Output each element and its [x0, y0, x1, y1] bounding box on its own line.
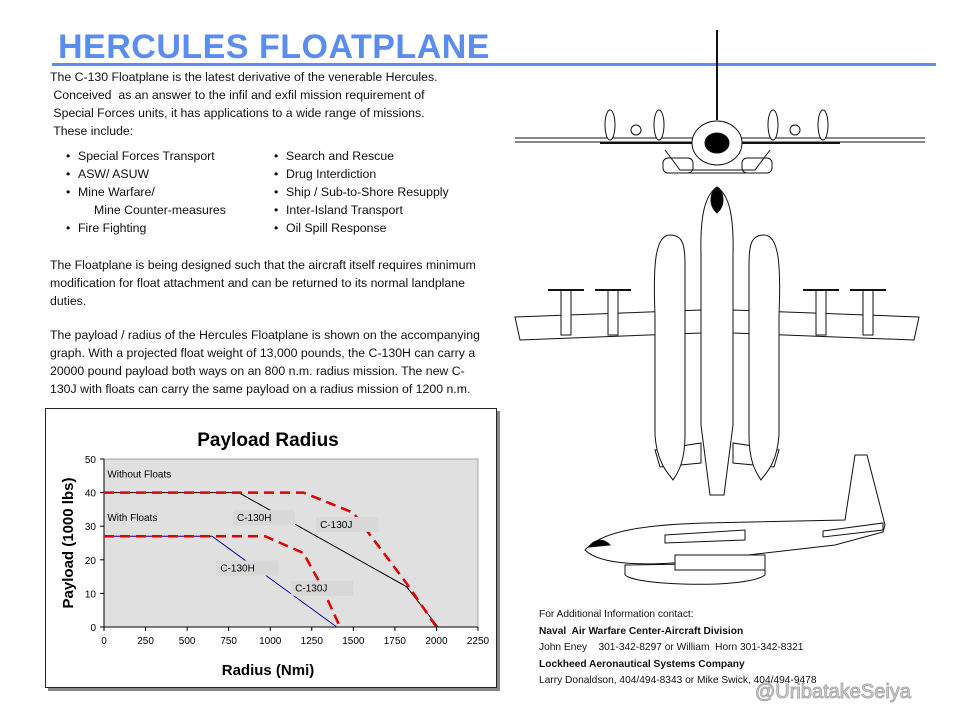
y-tick-label: 20 — [85, 556, 97, 567]
missions-list-right: Search and Rescue Drug Interdiction Ship… — [274, 147, 449, 237]
page-title: HERCULES FLOATPLANE — [58, 28, 490, 66]
intro-line: Conceived as an answer to the infil and … — [50, 88, 425, 102]
chart-title: Payload Radius — [197, 430, 339, 451]
list-item: Mine Warfare/ — [66, 183, 226, 201]
contact-org-naval: Naval Air Warfare Center-Aircraft Divisi… — [539, 625, 744, 637]
intro-line: The C-130 Floatplane is the latest deriv… — [50, 70, 438, 84]
annotation-bg — [291, 580, 354, 596]
x-tick-label: 500 — [179, 636, 196, 647]
payload-paragraph: The payload / radius of the Hercules Flo… — [50, 328, 480, 396]
contact-info: For Additional Information contact: Nava… — [539, 607, 817, 690]
contact-heading: For Additional Information contact: — [539, 609, 694, 620]
intro-line: These include: — [50, 124, 134, 138]
aircraft-three-view-drawing — [514, 30, 925, 585]
intro-paragraph: The C-130 Floatplane is the latest deriv… — [50, 68, 480, 140]
y-axis-label: Payload (1000 lbs) — [60, 478, 77, 609]
annotation-bg — [316, 516, 379, 532]
chart-annotation: C-130J — [320, 520, 352, 531]
chart-annotation: C-130J — [295, 584, 327, 595]
chart-annotation: With Floats — [107, 513, 157, 524]
missions-list-left: Special Forces Transport ASW/ ASUW Mine … — [66, 147, 226, 237]
annotation-bg — [232, 510, 295, 526]
annotation-bg — [216, 560, 279, 576]
list-item: Fire Fighting — [66, 219, 226, 237]
list-item: ASW/ ASUW — [66, 165, 226, 183]
list-item: Mine Counter-measures — [94, 203, 226, 217]
contact-people-naval: John Eney 301-342-8297 or William Horn 3… — [539, 642, 804, 653]
x-tick-label: 1250 — [301, 636, 324, 647]
chart-annotation: C-130H — [237, 513, 271, 524]
x-axis-label: Radius (Nmi) — [222, 662, 315, 679]
y-tick-label: 50 — [85, 455, 97, 466]
list-item: Search and Rescue — [274, 147, 449, 165]
x-tick-label: 2250 — [467, 636, 490, 647]
x-tick-label: 1750 — [384, 636, 407, 647]
y-tick-label: 40 — [85, 489, 97, 500]
title-underline — [52, 63, 936, 66]
series-line-c-130j-without-floats — [104, 491, 438, 628]
y-tick-label: 0 — [90, 623, 96, 634]
x-tick-label: 2000 — [425, 636, 448, 647]
list-item: Special Forces Transport — [66, 147, 226, 165]
plot-area — [103, 458, 479, 628]
front-view-drawing — [515, 30, 925, 174]
x-tick-label: 1000 — [259, 636, 282, 647]
x-tick-label: 0 — [101, 636, 107, 647]
list-item: Oil Spill Response — [274, 219, 449, 237]
intro-line: Special Forces units, it has application… — [50, 106, 425, 120]
y-tick-label: 10 — [85, 589, 97, 600]
x-tick-label: 750 — [220, 636, 237, 647]
chart-annotation: C-130H — [220, 564, 254, 575]
chart-annotation: Without Floats — [107, 469, 171, 480]
list-item: Drug Interdiction — [274, 165, 449, 183]
x-tick-label: 1500 — [342, 636, 365, 647]
design-paragraph: The Floatplane is being designed such th… — [50, 258, 476, 308]
contact-org-lockheed: Lockheed Aeronautical Systems Company — [539, 658, 745, 670]
side-view-drawing — [584, 454, 886, 585]
list-item: Inter-Island Transport — [274, 201, 449, 219]
watermark: @UribatakeSeiya — [755, 681, 912, 704]
list-item: Ship / Sub-to-Shore Resupply — [274, 183, 449, 201]
x-tick-label: 250 — [137, 636, 154, 647]
contact-people-lockheed: Larry Donaldson, 404/494-8343 or Mike Sw… — [539, 675, 817, 686]
top-view-drawing — [514, 186, 920, 496]
y-tick-label: 30 — [85, 522, 97, 533]
